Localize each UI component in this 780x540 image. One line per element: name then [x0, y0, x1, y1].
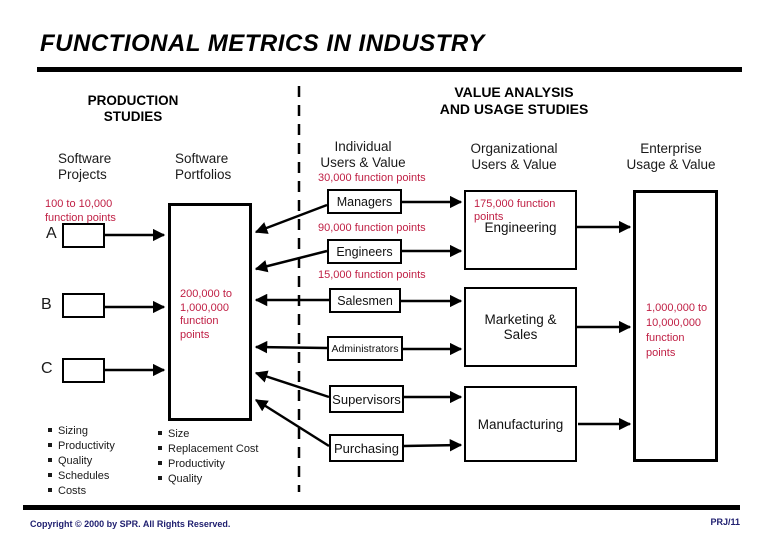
list-item: Costs — [48, 484, 115, 499]
annotation-managers-function-points: 30,000 function points — [318, 172, 426, 184]
label-line: Users & Value — [320, 154, 406, 170]
list-item: Quality — [48, 454, 115, 469]
label-line: Projects — [58, 166, 107, 182]
label-line: Users & Value — [471, 156, 557, 172]
list-item: Replacement Cost — [158, 442, 259, 457]
list-item: Quality — [158, 472, 259, 487]
box-purchasing: Purchasing — [329, 434, 404, 462]
box-enterprise: 1,000,000 to 10,000,000 function points — [633, 190, 718, 462]
column-label-individual-users: Individual Users & Value — [313, 139, 413, 170]
label-line: Enterprise — [640, 141, 702, 156]
annotation-enterprise-function-points: 1,000,000 to 10,000,000 function points — [646, 301, 707, 361]
arrow-managers-to-portfolios — [254, 203, 328, 234]
arrow-purchasing-to-portfolios — [254, 398, 330, 448]
section-heading-production-studies: PRODUCTION STUDIES — [63, 93, 203, 125]
title-underline — [37, 67, 742, 72]
box-project-b — [62, 293, 105, 318]
box-label: Purchasing — [333, 440, 400, 456]
column-label-software-projects: Software Projects — [58, 151, 111, 182]
annotation-line: 175,000 function — [474, 198, 556, 210]
annotation-line: 1,000,000 — [180, 301, 229, 314]
box-project-a — [62, 223, 105, 248]
list-item: Size — [158, 427, 259, 442]
box-label: Salesmen — [337, 293, 393, 308]
label-line: Individual — [334, 139, 392, 154]
annotation-engineering-function-points: 175,000 function points — [474, 198, 555, 224]
box-label: Manufacturing — [477, 416, 564, 432]
heading-line: VALUE ANALYSIS — [454, 84, 574, 100]
box-project-c — [62, 358, 105, 383]
box-supervisors: Supervisors — [329, 385, 404, 413]
page-number: PRJ/11 — [710, 517, 740, 527]
arrow-administrators-to-portfolios — [254, 340, 328, 354]
box-label: Managers — [336, 194, 393, 209]
label-line: Usage & Value — [626, 156, 716, 172]
label-line: Software — [175, 151, 229, 166]
label-line: Portfolios — [175, 166, 232, 182]
box-salesmen: Salesmen — [329, 288, 401, 313]
annotation-line: 10,000,000 — [646, 317, 702, 329]
column-label-enterprise-usage: Enterprise Usage & Value — [611, 141, 731, 172]
box-label: Supervisors — [332, 391, 401, 407]
box-administrators: Administrators — [327, 336, 403, 361]
label-line: Organizational — [470, 141, 558, 156]
bullet-list-portfolio-metrics: Size Replacement Cost Productivity Quali… — [158, 427, 259, 487]
annotation-line: points — [180, 328, 210, 341]
annotation-line: points — [474, 211, 504, 223]
label-b: B — [41, 296, 52, 313]
annotation-projects-function-points: 100 to 10,000 function points — [45, 198, 116, 225]
annotation-line: 200,000 to — [180, 288, 232, 300]
annotation-salesmen-function-points: 15,000 function points — [318, 269, 426, 281]
list-item: Schedules — [48, 469, 115, 484]
annotation-engineers-function-points: 90,000 function points — [318, 222, 426, 234]
annotation-line: 1,000,000 to — [646, 302, 708, 314]
box-label: Administrators — [331, 342, 399, 355]
annotation-line: points — [646, 347, 676, 359]
heading-line: STUDIES — [103, 109, 163, 124]
annotation-line: function — [180, 315, 219, 327]
list-item: Productivity — [158, 457, 259, 472]
annotation-portfolios-function-points: 200,000 to 1,000,000 function points — [180, 288, 232, 342]
box-label: Marketing & Sales — [484, 312, 557, 342]
list-item: Sizing — [48, 424, 115, 439]
arrow-purchasing-to-manufacturing — [403, 438, 463, 452]
box-software-portfolios: 200,000 to 1,000,000 function points — [168, 203, 252, 421]
annotation-line: function points — [45, 211, 116, 224]
box-manufacturing: Manufacturing — [464, 386, 577, 462]
list-item: Productivity — [48, 439, 115, 454]
box-engineers: Engineers — [327, 239, 402, 264]
column-label-organizational-users: Organizational Users & Value — [454, 141, 574, 172]
annotation-line: 100 to 10,000 — [45, 198, 113, 210]
annotation-line: function — [646, 332, 685, 344]
box-label: Engineering — [484, 220, 557, 235]
box-managers: Managers — [327, 189, 402, 214]
box-marketing-and-sales: Marketing & Sales — [464, 287, 577, 367]
footer-divider — [23, 505, 740, 510]
label-c: C — [41, 360, 53, 377]
bullet-list-production-metrics: Sizing Productivity Quality Schedules Co… — [48, 424, 115, 499]
column-label-software-portfolios: Software Portfolios — [175, 151, 231, 182]
label-a: A — [46, 225, 57, 242]
box-engineering: 175,000 function points Engineering — [464, 190, 577, 270]
section-heading-value-analysis: VALUE ANALYSIS AND USAGE STUDIES — [414, 84, 614, 118]
box-label: Engineers — [336, 244, 393, 259]
arrow-supervisors-to-portfolios — [254, 370, 330, 399]
arrow-engineers-to-portfolios — [254, 249, 328, 273]
copyright-text: Copyright © 2000 by SPR. All Rights Rese… — [30, 519, 231, 529]
page-title: FUNCTIONAL METRICS IN INDUSTRY — [40, 30, 485, 57]
label-line: Software — [58, 151, 112, 166]
heading-line: PRODUCTION — [87, 93, 179, 108]
heading-line: AND USAGE STUDIES — [439, 101, 589, 117]
